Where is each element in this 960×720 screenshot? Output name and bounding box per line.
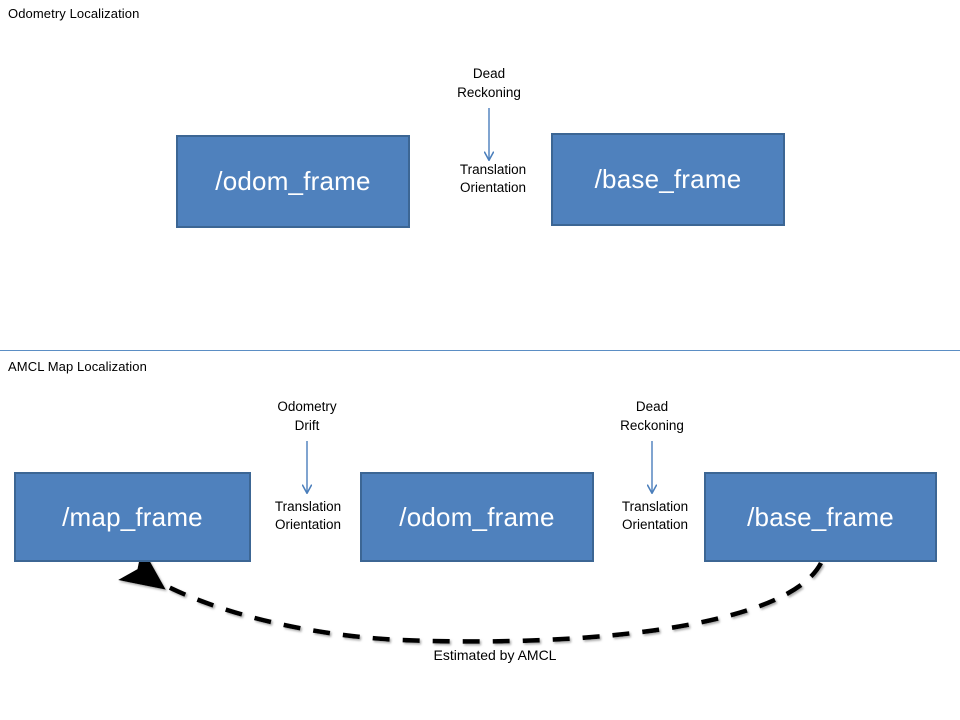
annotation-line-2: Reckoning [457,85,521,100]
annotation-dead-reckoning-top: Dead Reckoning [429,64,549,102]
edge-label-orientation: Orientation [459,180,527,195]
annotation-line-1: Dead [472,66,506,81]
edge-label-translation: Translation [621,499,689,514]
annotation-line-1: Odometry [277,399,337,414]
annotation-odometry-drift: Odometry Drift [247,397,367,435]
edge-label-translation: Translation [274,499,342,514]
node-label: /base_frame [747,501,894,532]
node-label: /odom_frame [399,501,555,532]
section-title-amcl-map-localization: AMCL Map Localization [8,359,147,374]
edge-label-base-to-odom-top: Translation Orientation [443,161,543,197]
edge-label-base-to-odom-bottom: Translation Orientation [609,498,701,534]
dashed-edge-label-estimated-by-amcl: Estimated by AMCL [433,647,557,663]
annotation-line-2: Reckoning [620,418,684,433]
annotation-dead-reckoning-bottom: Dead Reckoning [592,397,712,435]
edge-label-translation: Translation [459,162,527,177]
edge-label-odom-to-map: Translation Orientation [262,498,354,534]
annotation-line-1: Dead [635,399,669,414]
node-label: /map_frame [62,501,203,532]
node-label: /odom_frame [215,166,371,196]
node-map-frame[interactable]: /map_frame [14,472,251,562]
node-base-frame-bottom[interactable]: /base_frame [704,472,937,562]
edge-label-orientation: Orientation [274,517,342,532]
section-divider [0,350,960,351]
amcl-estimate-dashed-curve [118,547,824,644]
node-odom-frame-bottom[interactable]: /odom_frame [360,472,594,562]
section-title-odometry-localization: Odometry Localization [8,6,140,21]
annotation-line-2: Drift [294,418,320,433]
node-odom-frame-top[interactable]: /odom_frame [176,135,410,228]
node-base-frame-top[interactable]: /base_frame [551,133,785,226]
node-label: /base_frame [594,164,742,194]
edge-label-orientation: Orientation [621,517,689,532]
